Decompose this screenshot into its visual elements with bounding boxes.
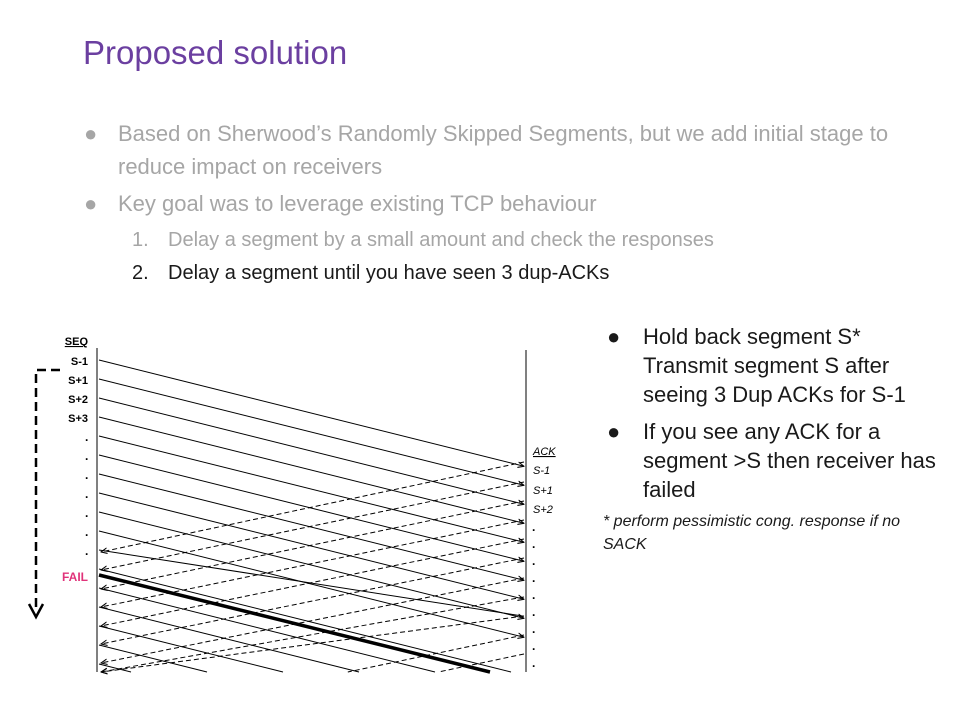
ack-arrow [347,634,525,673]
data-segment-arrow [98,416,524,523]
ack-header: ACK [532,446,556,458]
data-segment-arrow [98,625,284,673]
ellipsis-dot-icon: . [85,468,88,482]
ack-arrow [101,538,525,626]
seq-label: S+1 [68,375,88,387]
ack-arrow [101,461,525,552]
data-segment-arrow [98,606,360,673]
ellipsis-dot-icon: . [532,588,535,602]
data-segment-arrow [98,397,524,504]
slide-title: Proposed solution [83,34,348,71]
data-segment-arrow [98,587,436,673]
seq-header: SEQ [65,336,89,348]
data-segment-arrow [98,378,524,485]
right-bullet-list: ●Hold back segment S* Transmit segment S… [603,322,943,556]
seq-label: S-1 [71,356,88,368]
ellipsis-dot-icon: . [532,622,535,636]
ack-label: S+1 [533,485,553,497]
ellipsis-dot-icon: . [85,525,88,539]
ellipsis-dot-icon: . [532,554,535,568]
right-bullet-item: ●If you see any ACK for a segment >S the… [607,419,936,502]
footnote: * perform pessimistic cong. response if … [603,513,901,553]
seq-label: S+3 [68,413,88,425]
sub-bullet-item: 2.Delay a segment until you have seen 3 … [132,262,610,284]
data-segment-arrow [98,454,524,561]
data-segment-arrow [98,492,524,599]
bullet-dot-icon: ● [607,419,621,444]
ellipsis-dot-icon: . [532,639,535,653]
bullet-dot-icon: ● [84,121,98,146]
bullet-item: ●Based on Sherwood’s Randomly Skipped Se… [84,117,914,183]
ack-label: S+2 [533,504,553,516]
ack-arrow [101,557,525,644]
ack-arrow [101,500,525,589]
ack-label: S-1 [533,465,550,477]
data-segment-arrow [98,568,512,673]
sub-bullet-item: 1.Delay a segment by a small amount and … [132,229,714,251]
time-arrow-head-icon [27,603,45,620]
data-segment-arrow [98,435,524,542]
bullet-item: ●Key goal was to leverage existing TCP b… [84,187,914,220]
seq-label: S+2 [68,394,88,406]
right-bullet-item: ●Hold back segment S* Transmit segment S… [607,324,906,407]
data-segment-arrow [98,511,524,618]
data-segment-arrow [98,663,132,673]
data-segment-arrow [98,359,524,466]
ellipsis-dot-icon: . [85,487,88,501]
ellipsis-dot-icon: . [85,506,88,520]
fail-label: FAIL [62,570,88,584]
data-segment-arrow [98,473,524,580]
fail-segment-line [98,573,491,674]
ellipsis-dot-icon: . [532,656,535,670]
ellipsis-dot-icon: . [85,430,88,444]
data-segment-arrow [98,644,208,673]
time-arrow [34,368,60,612]
ellipsis-dot-icon: . [532,520,535,534]
ack-arrow [438,653,525,673]
ellipsis-dot-icon: . [532,605,535,619]
ellipsis-dot-icon: . [532,537,535,551]
data-segment-arrow [98,530,524,637]
bullet-list: ●Based on Sherwood’s Randomly Skipped Se… [84,117,914,290]
ellipsis-dot-icon: . [85,449,88,463]
bullet-dot-icon: ● [607,324,621,349]
ellipsis-dot-icon: . [85,544,88,558]
ellipsis-dot-icon: . [532,571,535,585]
bullet-dot-icon: ● [84,191,98,216]
ack-arrow [101,481,525,570]
ack-arrow [101,519,525,607]
